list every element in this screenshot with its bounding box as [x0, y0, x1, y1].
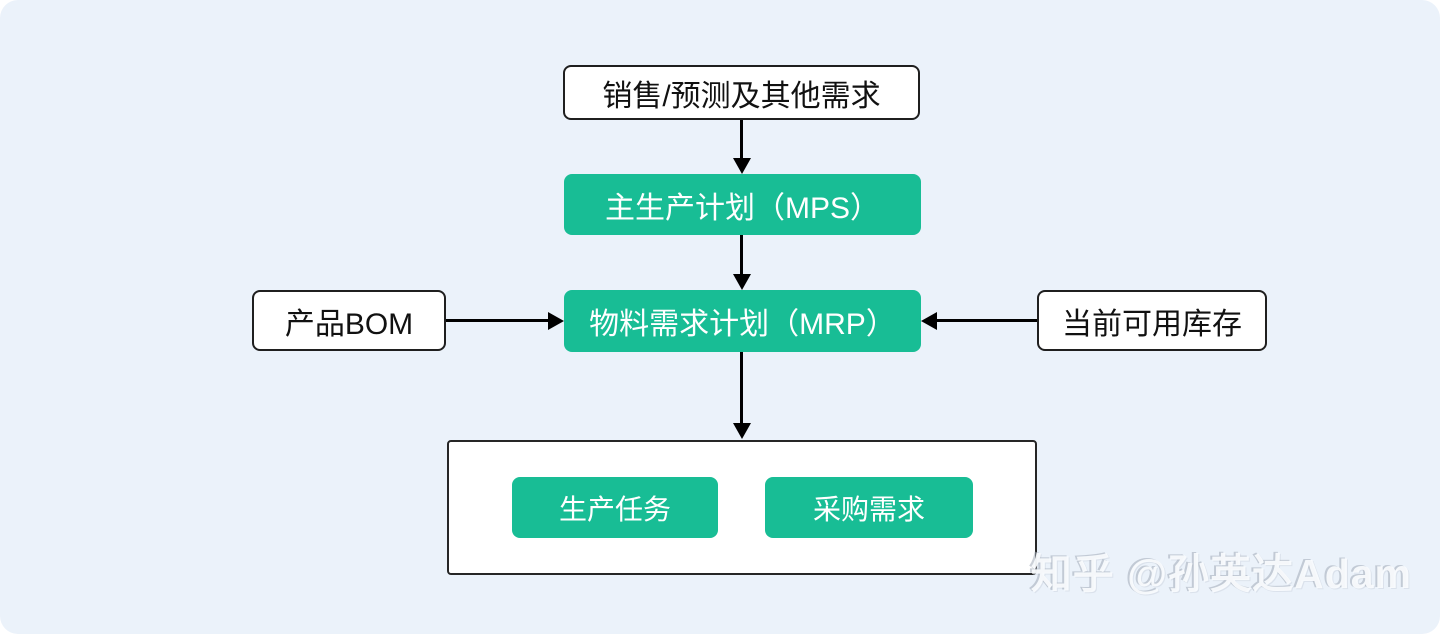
- arrow-demand-to-mps-line: [740, 120, 743, 160]
- node-bom-label: 产品BOM: [284, 307, 414, 341]
- node-purchase-demand-label: 采购需求: [812, 493, 925, 525]
- arrow-mps-to-mrp-line: [740, 235, 743, 276]
- node-mps-label: 主生产计划（MPS）: [604, 191, 880, 225]
- arrow-bom-to-mrp-head: [548, 311, 564, 330]
- arrow-bom-to-mrp-line: [446, 319, 549, 322]
- node-production-task: 生产任务: [512, 477, 718, 538]
- watermark: 知乎 @孙英达Adam: [1030, 551, 1412, 597]
- node-bom: 产品BOM: [252, 290, 446, 351]
- node-demand: 销售/预测及其他需求: [563, 65, 920, 120]
- arrow-demand-to-mps-head: [733, 158, 751, 174]
- node-mps: 主生产计划（MPS）: [564, 174, 921, 235]
- node-purchase-demand: 采购需求: [765, 477, 973, 538]
- arrow-inventory-to-mrp-line: [937, 319, 1037, 322]
- arrow-mrp-to-outputs-head: [733, 423, 751, 439]
- node-inventory: 当前可用库存: [1037, 290, 1267, 351]
- arrow-inventory-to-mrp-head: [921, 311, 937, 330]
- arrow-mrp-to-outputs-line: [740, 352, 743, 425]
- node-mrp: 物料需求计划（MRP）: [564, 290, 921, 352]
- node-production-task-label: 生产任务: [558, 493, 671, 525]
- arrow-mps-to-mrp-head: [733, 274, 751, 290]
- node-mrp-label: 物料需求计划（MRP）: [589, 308, 896, 341]
- node-demand-label: 销售/预测及其他需求: [602, 79, 881, 113]
- node-inventory-label: 当前可用库存: [1062, 307, 1242, 341]
